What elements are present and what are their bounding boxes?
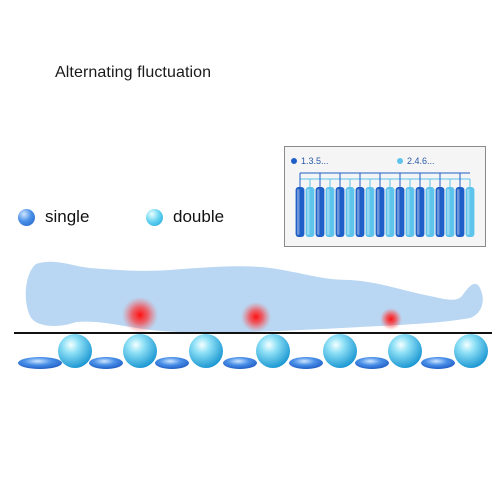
ball-single xyxy=(89,357,123,369)
air-cell-even xyxy=(345,187,355,237)
air-cell-highlight xyxy=(427,189,430,235)
even-cells-dot-icon xyxy=(397,158,403,164)
odd-cells-dot-icon xyxy=(291,158,297,164)
legend-double-label: double xyxy=(173,207,225,226)
ball-single xyxy=(223,357,257,369)
air-cell-odd xyxy=(335,187,345,237)
air-cell-highlight xyxy=(437,189,440,235)
single-ball-icon xyxy=(18,208,35,226)
pressure-point-back xyxy=(122,297,158,333)
ball-single xyxy=(355,357,389,369)
ball-double xyxy=(388,334,422,368)
double-ball-icon xyxy=(146,208,163,226)
air-cell-odd xyxy=(355,187,365,237)
ball-double xyxy=(256,334,290,368)
air-cell-highlight xyxy=(357,189,360,235)
air-cell-even xyxy=(305,187,315,237)
ball-single xyxy=(18,357,62,369)
pressure-point-hip xyxy=(241,302,271,332)
ball-double xyxy=(123,334,157,368)
air-cells-drawing xyxy=(295,172,475,237)
air-cell-odd xyxy=(395,187,405,237)
ball-double xyxy=(58,334,92,368)
air-cell-odd xyxy=(455,187,465,237)
diagram-title: Alternating fluctuation xyxy=(55,64,212,81)
air-cell-highlight xyxy=(457,189,460,235)
air-cell-even xyxy=(385,187,395,237)
ball-single xyxy=(421,357,455,369)
air-cell-highlight xyxy=(307,189,310,235)
air-cell-odd xyxy=(315,187,325,237)
pressure-point-heel xyxy=(380,308,402,330)
inset-odd-label: 1.3.5... xyxy=(301,156,329,166)
inset-even-label: 2.4.6... xyxy=(407,156,435,166)
legend-double: double xyxy=(146,207,224,227)
air-cell-highlight xyxy=(297,189,300,235)
air-cell-inset: 1.3.5... 2.4.6... xyxy=(284,146,486,247)
air-cell-even xyxy=(445,187,455,237)
air-cell-odd xyxy=(375,187,385,237)
air-cell-highlight xyxy=(347,189,350,235)
air-cell-highlight xyxy=(387,189,390,235)
ball-single xyxy=(155,357,189,369)
air-cell-even xyxy=(325,187,335,237)
air-cell-highlight xyxy=(337,189,340,235)
air-cell-highlight xyxy=(417,189,420,235)
air-cell-odd xyxy=(295,187,305,237)
air-cell-even xyxy=(365,187,375,237)
air-cell-even xyxy=(425,187,435,237)
air-cell-highlight xyxy=(397,189,400,235)
air-cell-highlight xyxy=(467,189,470,235)
air-cell-even xyxy=(405,187,415,237)
air-cell-highlight xyxy=(367,189,370,235)
air-cell-odd xyxy=(435,187,445,237)
ball-single xyxy=(289,357,323,369)
inset-legend-odd: 1.3.5... xyxy=(291,156,329,166)
ball-double xyxy=(189,334,223,368)
air-cell-highlight xyxy=(447,189,450,235)
ball-double xyxy=(454,334,488,368)
legend-single-label: single xyxy=(45,207,90,226)
air-cell-highlight xyxy=(317,189,320,235)
inset-legend-even: 2.4.6... xyxy=(397,156,435,166)
ball-double xyxy=(323,334,357,368)
air-cell-odd xyxy=(415,187,425,237)
air-cell-highlight xyxy=(327,189,330,235)
air-cell-highlight xyxy=(377,189,380,235)
air-cell-highlight xyxy=(407,189,410,235)
legend-single: single xyxy=(18,207,89,227)
air-cell-even xyxy=(465,187,475,237)
